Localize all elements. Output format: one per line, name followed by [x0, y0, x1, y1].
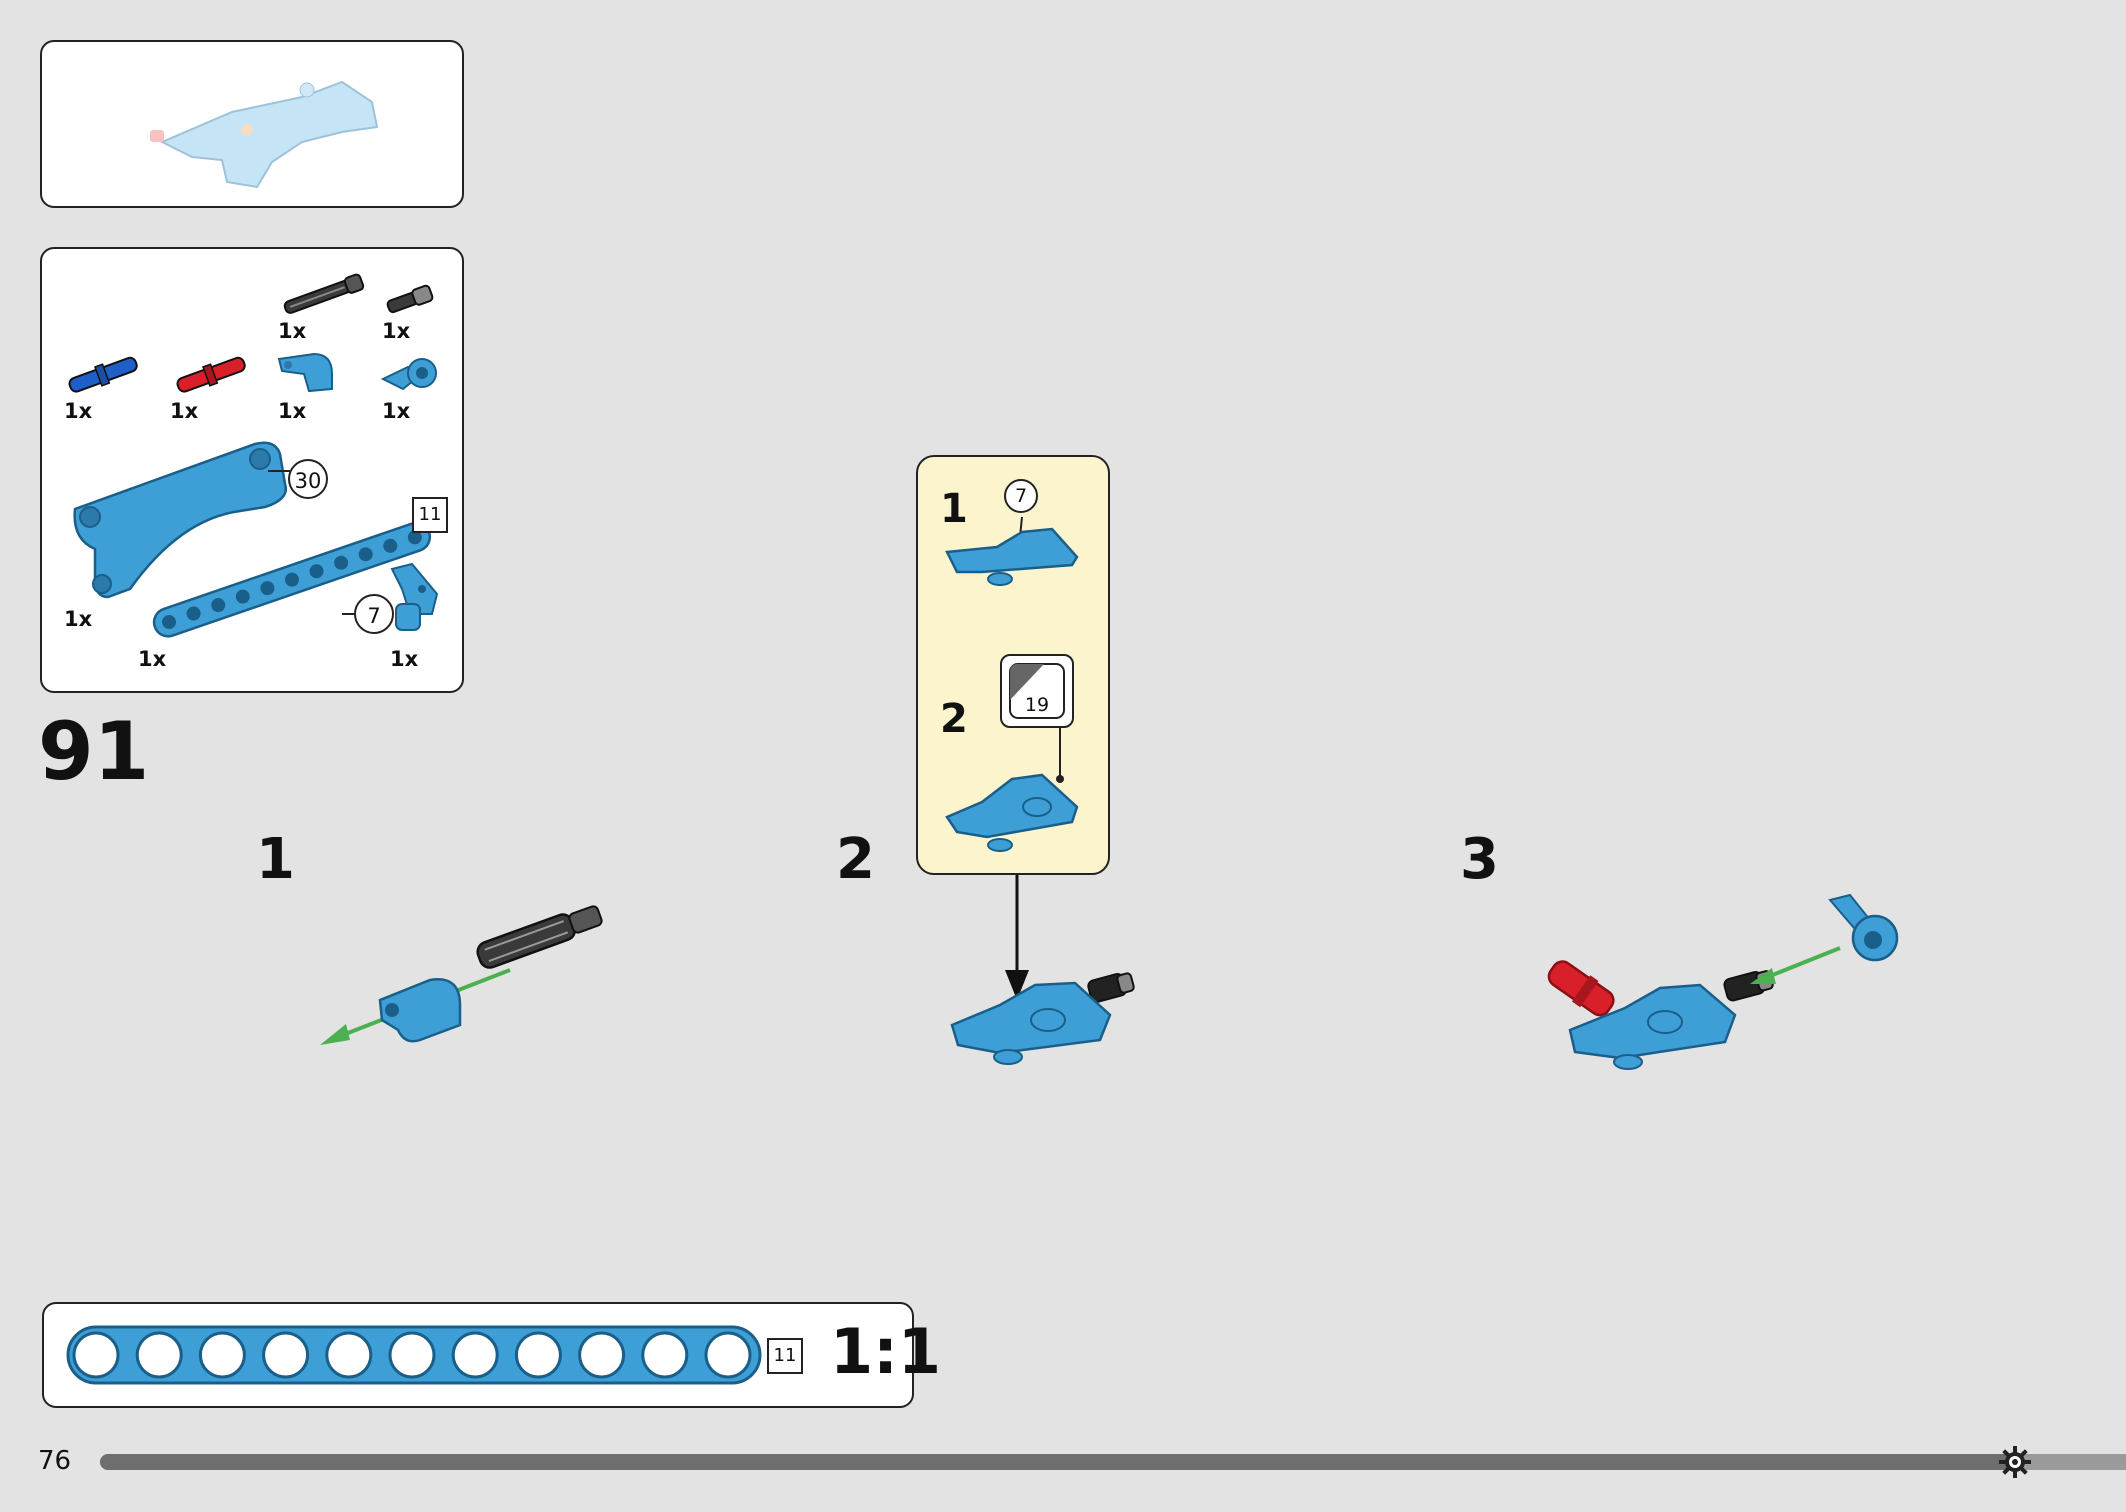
sticker-number: 19 [1024, 694, 1050, 716]
parts-qty: 1x [382, 319, 411, 343]
substep-label: 2 [836, 827, 875, 892]
scale-beam-11 [66, 1325, 762, 1385]
azure-connector-icon [380, 358, 437, 391]
azure-arch-beam-icon [73, 441, 308, 599]
azure-curved-plate-icon [277, 352, 333, 393]
scale-beam-hole [578, 1331, 626, 1379]
callout-step-1-part [945, 516, 1079, 586]
scale-beam-hole [514, 1331, 562, 1379]
red-pin-icon [176, 356, 246, 393]
sticker-badge: 19 [1000, 654, 1074, 728]
callout-step-label: 1 [940, 486, 968, 532]
callout-step-label: 2 [940, 696, 968, 742]
progress-bar-fill [100, 1454, 2014, 1470]
substep-1-illustration [320, 905, 603, 1045]
scale-beam-hole [388, 1331, 436, 1379]
scale-beam-hole [451, 1331, 499, 1379]
scale-beam-hole [325, 1331, 373, 1379]
scale-beam-hole [198, 1331, 246, 1379]
blue-pin-icon [68, 356, 138, 393]
arch-length-badge: 30 [288, 459, 328, 499]
scale-beam-length-badge: 11 [767, 1338, 803, 1374]
parts-qty: 1x [382, 399, 411, 423]
scale-beam-hole [135, 1331, 183, 1379]
scale-beam-hole [704, 1331, 752, 1379]
model-preview-box [40, 40, 464, 208]
model-preview-image [150, 80, 379, 189]
azure-angle-connector-icon [390, 562, 439, 631]
scale-ratio: 1:1 [830, 1315, 942, 1388]
azure-beam-11-icon [152, 521, 432, 638]
parts-qty: 1x [138, 647, 167, 671]
scale-beam-hole [262, 1331, 310, 1379]
sticker-icon [1009, 663, 1065, 719]
progress-bar-track [100, 1454, 2126, 1470]
sub-assembly-callout: 1 7 2 19 [916, 455, 1110, 875]
connector-length-badge: 7 [354, 594, 394, 634]
parts-qty: 1x [390, 647, 419, 671]
callout-length-badge: 7 [1004, 479, 1038, 513]
substep-2-illustration [950, 875, 1135, 1065]
scale-beam-hole [72, 1331, 120, 1379]
step-number: 91 [38, 705, 150, 798]
callout-step-2-part [945, 727, 1079, 852]
parts-qty: 1x [64, 399, 93, 423]
parts-qty: 1x [170, 399, 199, 423]
parts-qty: 1x [278, 399, 307, 423]
substep-label: 1 [256, 827, 295, 892]
beam-length-badge: 11 [412, 497, 448, 533]
black-axle-short-icon [386, 284, 434, 314]
black-axle-long-icon [283, 273, 365, 314]
progress-gear-icon [1999, 1446, 2031, 1478]
substep-label: 3 [1460, 827, 1499, 892]
parts-qty: 1x [278, 319, 307, 343]
substep-3-illustration [1547, 893, 1899, 1070]
scale-reference-box: 11 1:1 [42, 1302, 941, 1408]
scale-beam-hole [641, 1331, 689, 1379]
parts-qty: 1x [64, 607, 93, 631]
parts-list-box: 1x 1x 1x 1x 1x 1x [40, 247, 464, 693]
page-number: 76 [38, 1446, 72, 1476]
